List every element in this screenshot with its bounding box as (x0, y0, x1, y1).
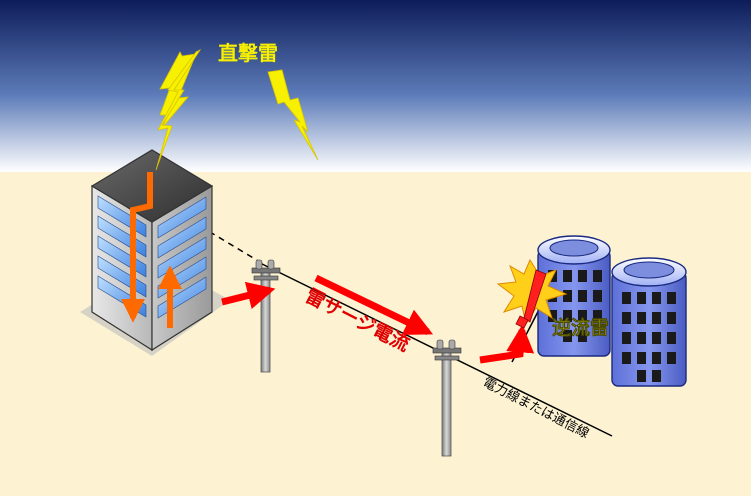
surge-current-arrows (221, 274, 535, 364)
tower-building-front (611, 257, 687, 387)
lightning-bolt-strike (155, 48, 202, 171)
explosion-burst-icon (496, 258, 568, 329)
utility-pole-1 (251, 259, 281, 373)
utility-pole-2 (432, 339, 462, 457)
direct-strike-label: 直撃雷 (218, 41, 278, 65)
back-flow-label: 逆流雷 (552, 316, 609, 339)
current-path-arrows (121, 172, 182, 328)
sky-background (0, 0, 751, 172)
tower-building-back (537, 235, 611, 357)
lightning-bolt-secondary (267, 69, 319, 161)
